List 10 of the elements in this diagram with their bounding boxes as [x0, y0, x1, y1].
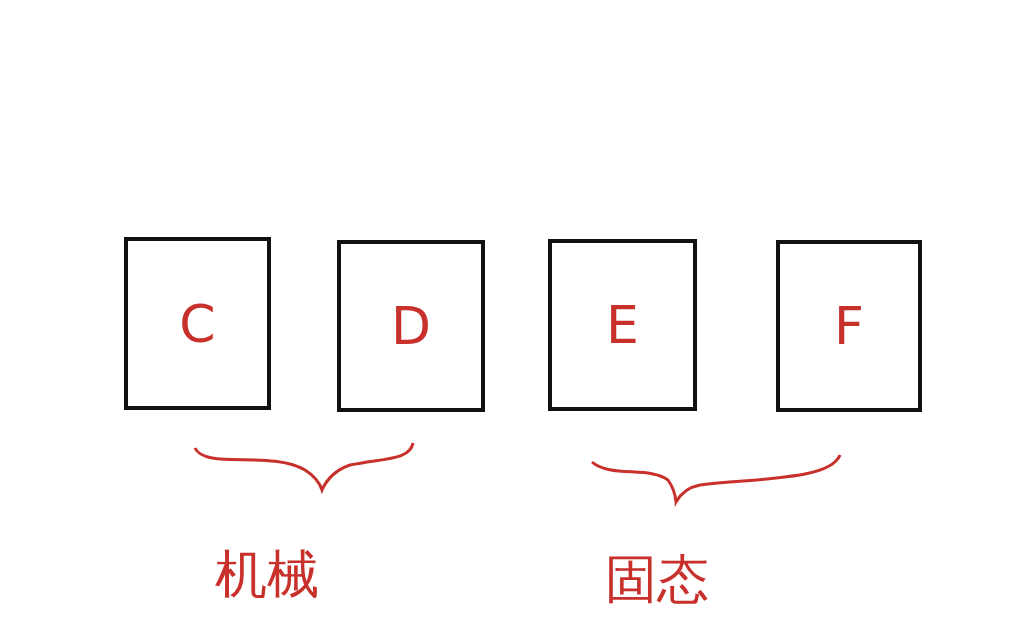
letter-box [124, 237, 271, 410]
letter-box [548, 239, 697, 411]
box-letter: D [390, 296, 431, 356]
group-label: 固态 [605, 548, 709, 611]
box-letter: C [179, 293, 216, 354]
letter-box [776, 240, 922, 412]
letter-box [337, 240, 485, 412]
group-label: 机械 [215, 543, 319, 606]
box-letter: F [834, 296, 864, 356]
box-letter: E [606, 295, 639, 355]
